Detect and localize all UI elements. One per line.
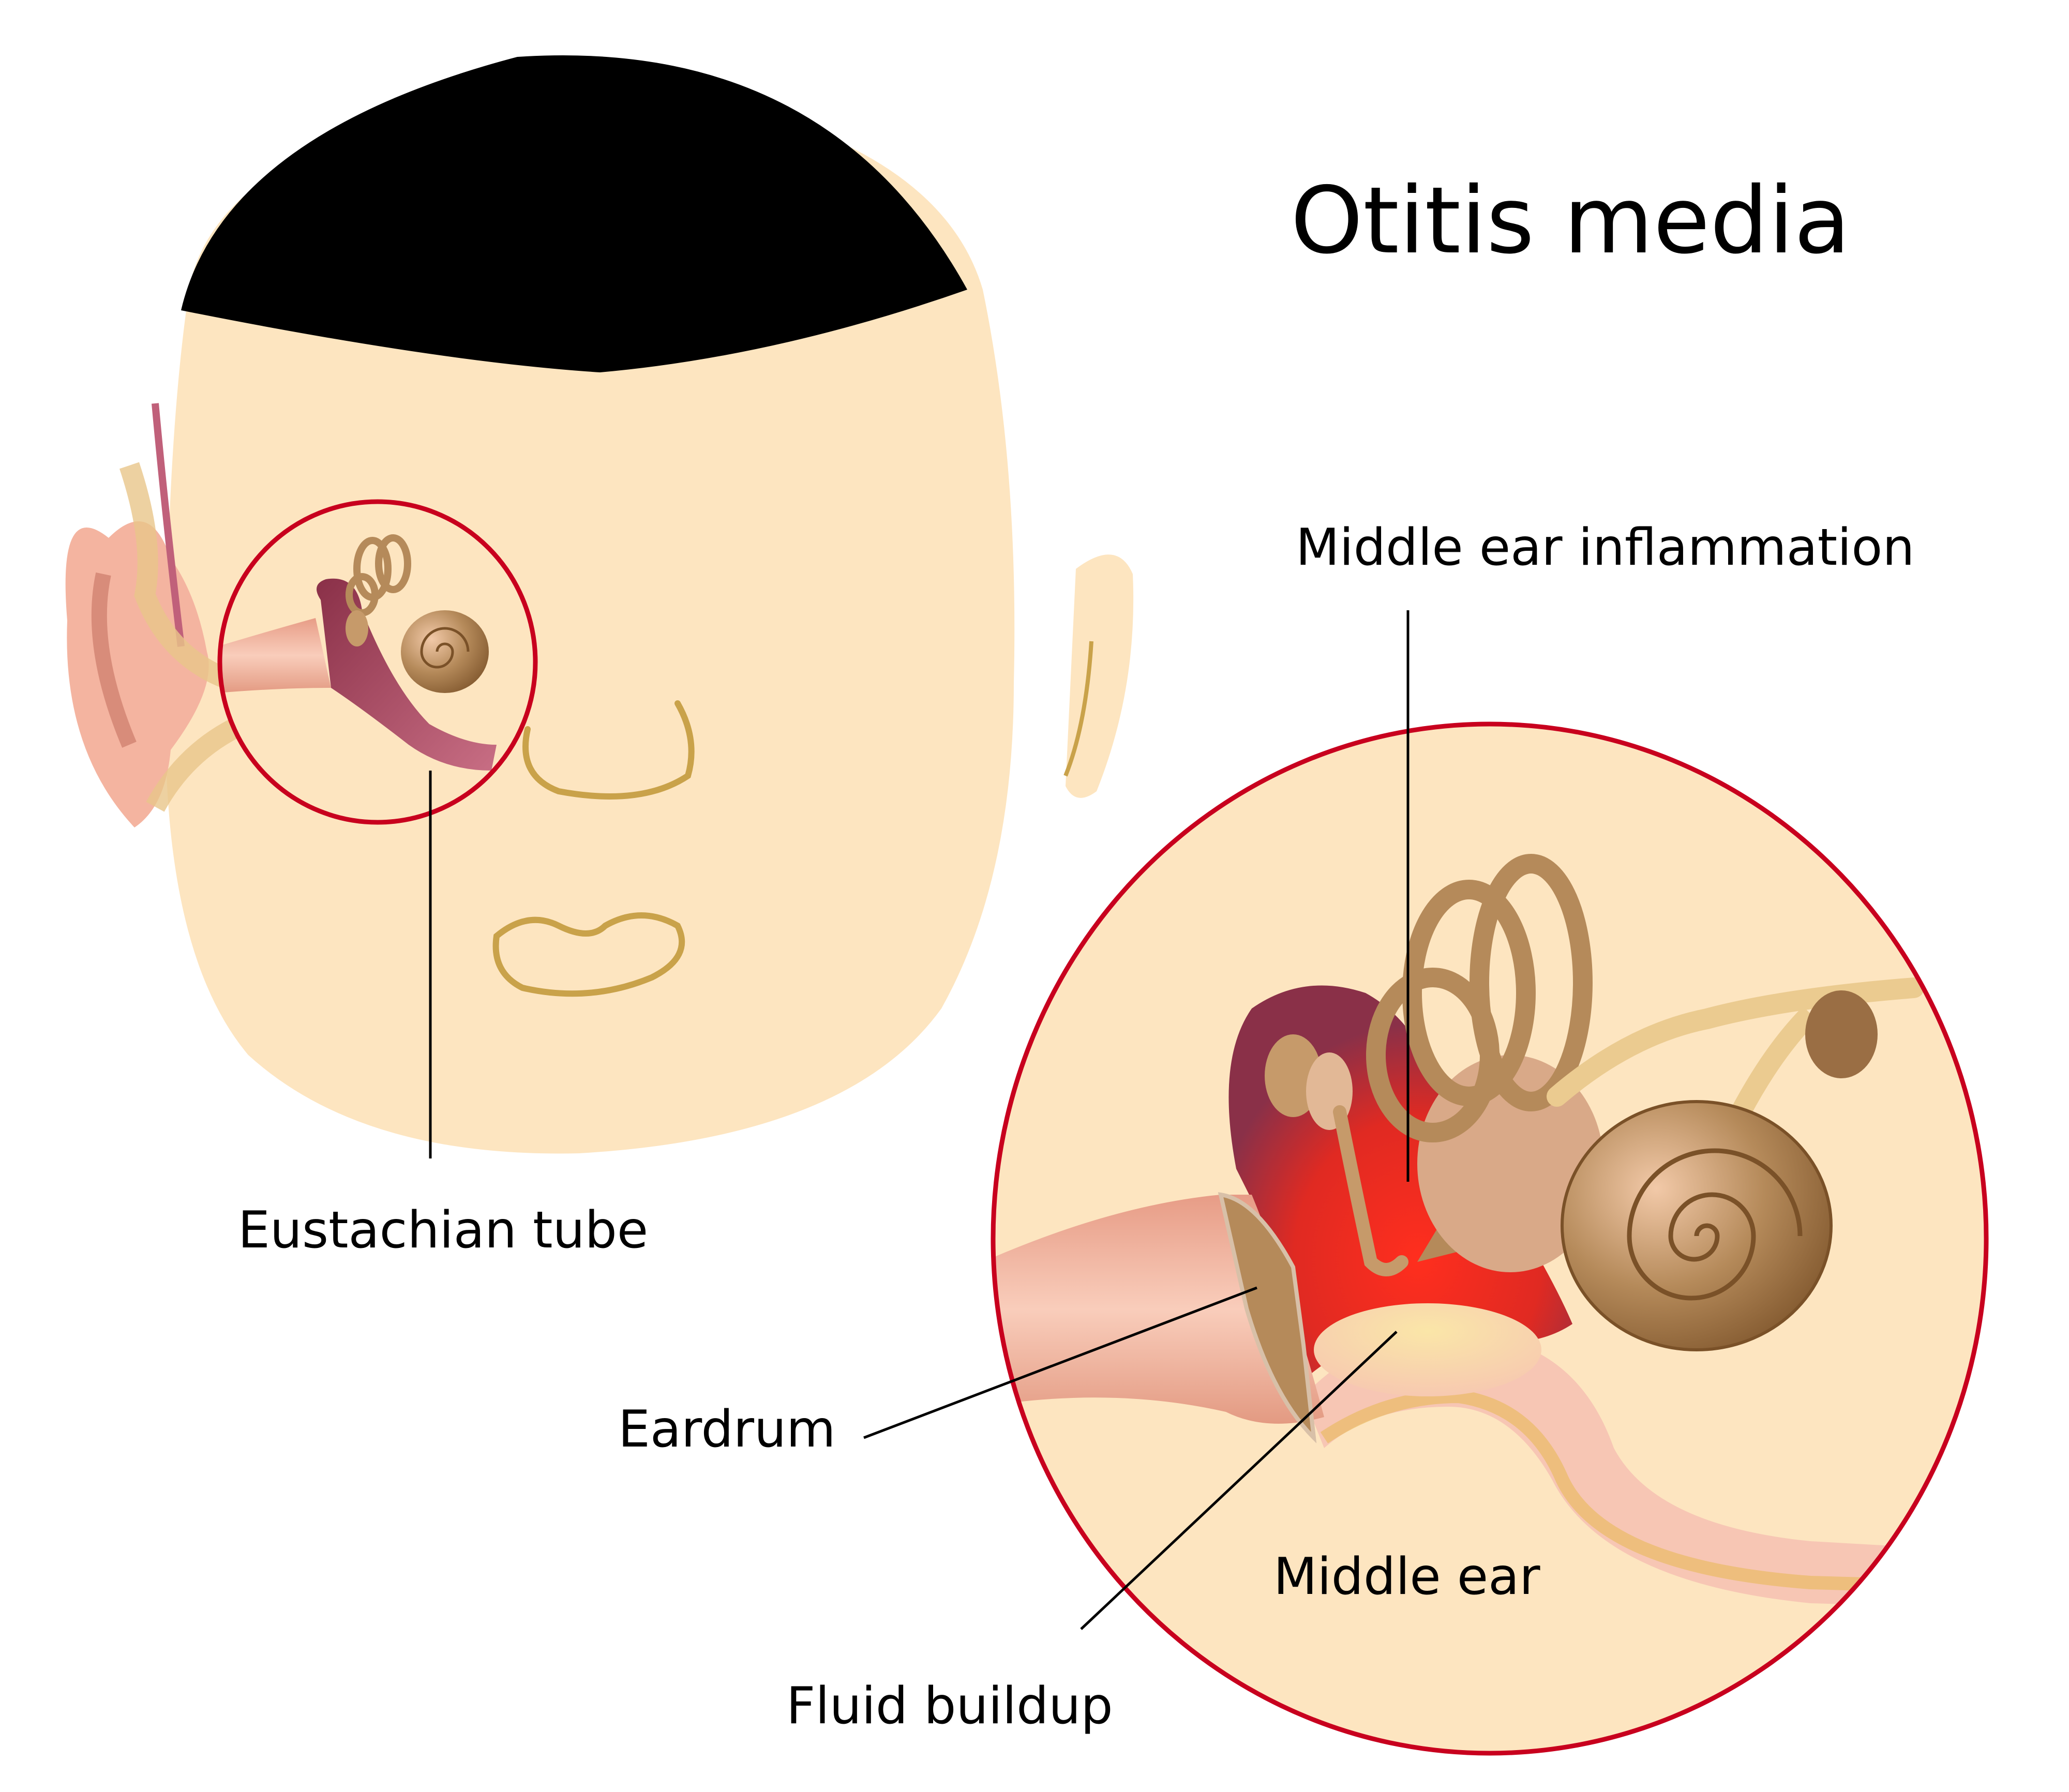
label-eardrum: Eardrum	[618, 1400, 836, 1459]
cochlea	[1561, 1100, 1833, 1351]
large-magnifier	[991, 721, 1989, 1756]
label-middle-ear-inflammation: Middle ear inflammation	[1296, 518, 1915, 577]
leader-fluid-buildup	[1080, 1331, 1398, 1630]
small-magnifier-ring	[217, 499, 538, 825]
label-middle-ear: Middle ear	[1273, 1547, 1540, 1606]
label-fluid-buildup: Fluid buildup	[786, 1677, 1113, 1736]
mouth	[492, 912, 685, 997]
hair	[181, 55, 967, 372]
fluid-region	[1314, 1303, 1541, 1396]
eardrum-shape	[1218, 1192, 1317, 1443]
small-magnifier	[217, 499, 538, 825]
child-head	[65, 55, 1134, 1154]
large-magnifier-ring	[991, 721, 1989, 1756]
leader-eardrum	[863, 1286, 1257, 1439]
face	[166, 78, 1015, 1154]
nose	[522, 700, 695, 800]
diagram-title: Otitis media	[1291, 167, 1851, 274]
right-ear	[1066, 554, 1134, 798]
label-eustachian-tube: Eustachian tube	[238, 1201, 649, 1260]
